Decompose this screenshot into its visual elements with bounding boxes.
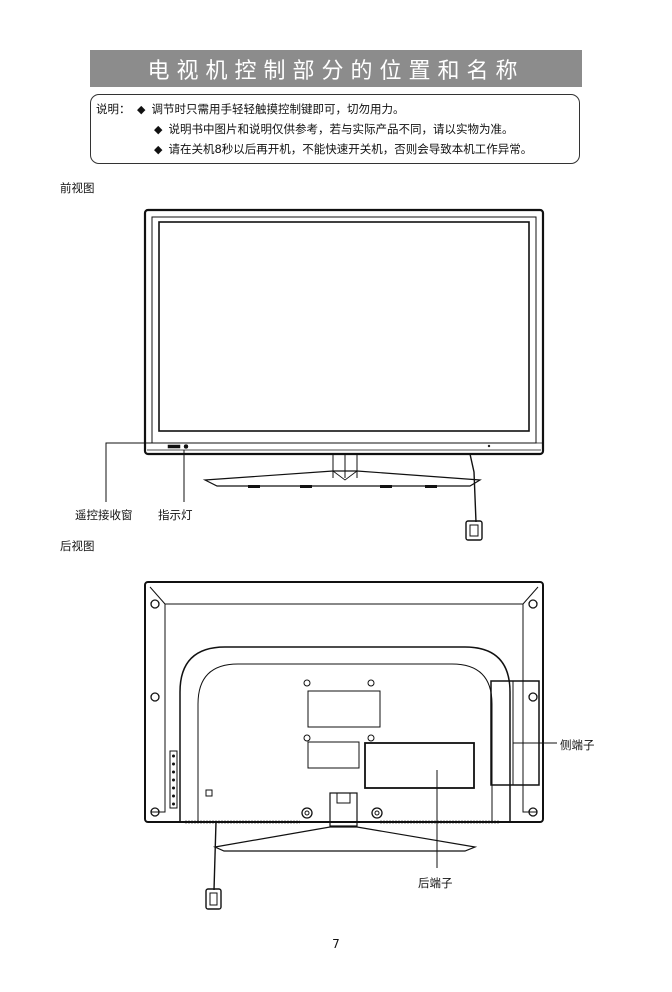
front-view-title: 前视图 — [60, 181, 95, 195]
notes-box: 说明： ◆ 调节时只需用手轻轻触摸控制键即可，切勿用力。 ◆ 说明书中图片和说明仅供… — [90, 94, 580, 164]
remote-sensor-window — [167, 444, 181, 449]
page-title-banner: 电视机控制部分的位置和名称 — [90, 50, 582, 87]
remote-window-label: 遥控接收窗 — [75, 508, 133, 522]
rear-view-tv-illustration — [144, 581, 557, 910]
rear-terminal — [364, 742, 475, 789]
note-text: 请在关机8秒以后再开机，不能快速开关机，否则会导致本机工作异常。 — [168, 142, 533, 156]
note-text: 调节时只需用手轻轻触摸控制键即可，切勿用力。 — [151, 102, 405, 116]
side-terminal-label: 侧端子 — [560, 738, 595, 752]
diamond-bullet-icon: ◆ — [137, 103, 146, 116]
diamond-bullet-icon: ◆ — [154, 143, 163, 156]
rear-view-title: 后视图 — [60, 539, 95, 553]
page-title: 电视机控制部分的位置和名称 — [147, 58, 525, 84]
page-number: 7 — [332, 937, 340, 951]
note-item: ◆ 调节时只需用手轻轻触摸控制键即可，切勿用力。 — [137, 99, 404, 120]
side-terminal — [490, 680, 540, 786]
note-item: ◆ 说明书中图片和说明仅供参考，若与实际产品不同，请以实物为准。 — [154, 119, 513, 140]
note-item: ◆ 请在关机8秒以后再开机，不能快速开关机，否则会导致本机工作异常。 — [154, 139, 532, 160]
power-plug-icon — [205, 888, 222, 910]
note-text: 说明书中图片和说明仅供参考，若与实际产品不同，请以实物为准。 — [168, 122, 514, 136]
rear-terminal-label: 后端子 — [418, 876, 453, 890]
indicator-light — [183, 444, 189, 449]
diamond-bullet-icon: ◆ — [154, 123, 163, 136]
control-keys — [169, 750, 178, 809]
indicator-label: 指示灯 — [158, 508, 193, 522]
notes-prefix: 说明： — [96, 102, 131, 116]
power-plug-icon — [465, 520, 483, 541]
front-view-tv-illustration — [105, 208, 545, 541]
